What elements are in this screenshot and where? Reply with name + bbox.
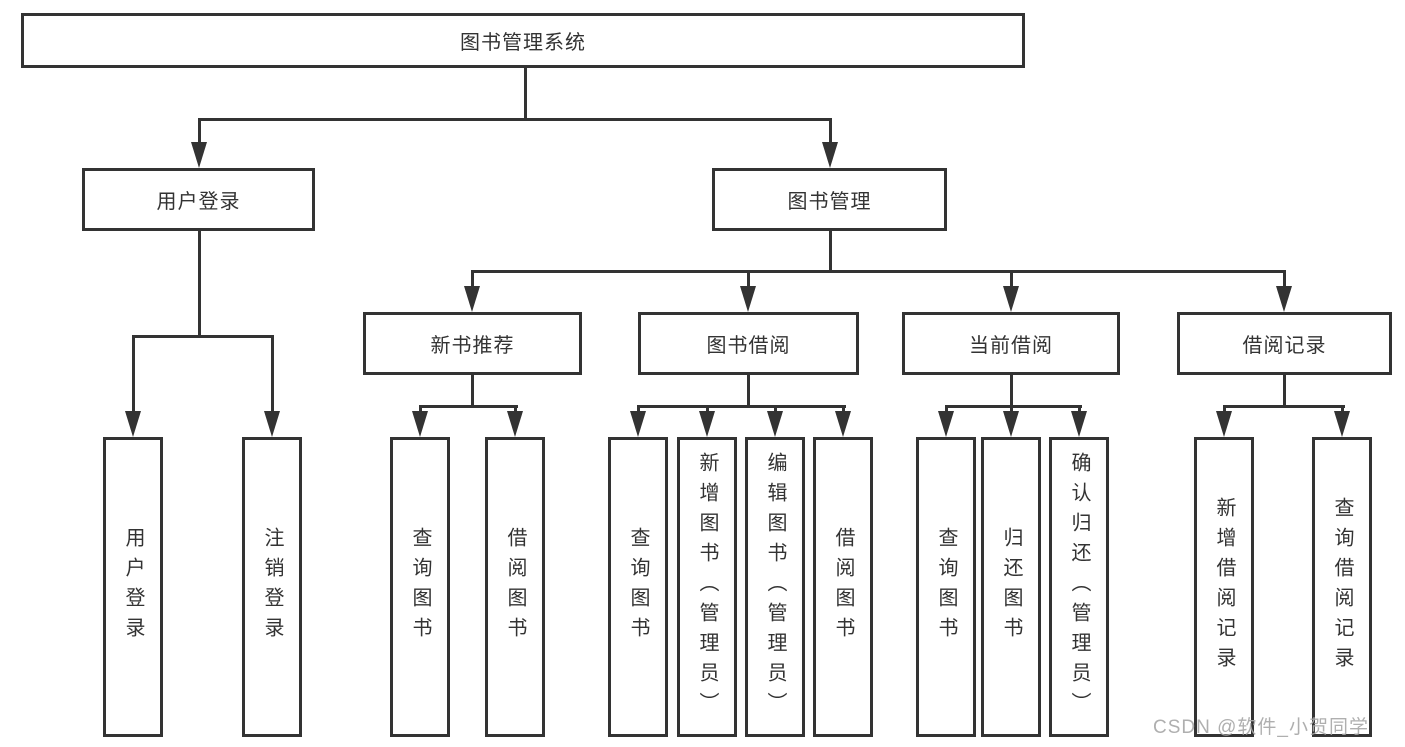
connector-book-mgmt-drop-2 <box>747 270 750 290</box>
leaf-br-add-record: 新增借阅记录 <box>1194 437 1254 737</box>
connector-current-drop-2 <box>1010 405 1013 415</box>
node-borrow-records: 借阅记录 <box>1177 312 1392 375</box>
connector-current-stub <box>1010 375 1013 408</box>
leaf-bb-borrow-book-label: 借阅图书 <box>832 527 854 647</box>
node-book-management-label: 图书管理 <box>787 191 872 213</box>
leaf-cb-confirm-return-label: 确认归还（管理员） <box>1068 452 1090 722</box>
connector-root-rail <box>198 118 832 121</box>
connector-borrow-drop-4 <box>842 405 845 415</box>
connector-user-login-drop-2 <box>271 335 274 413</box>
arrowhead-leaf-logout <box>264 411 280 437</box>
connector-borrow-drop-1 <box>637 405 640 415</box>
arrowhead-borrow-records <box>1276 286 1292 312</box>
node-user-login: 用户登录 <box>82 168 315 231</box>
connector-records-rail <box>1223 405 1345 408</box>
connector-root-drop-left <box>198 118 201 144</box>
leaf-bb-add-book: 新增图书（管理员） <box>677 437 737 737</box>
arrowhead-current-borrow <box>1003 286 1019 312</box>
leaf-br-add-record-label: 新增借阅记录 <box>1213 497 1235 677</box>
arrowhead-rec-borrow-book <box>507 411 523 437</box>
leaf-rec-query-book-label: 查询图书 <box>409 527 431 647</box>
node-new-book-recommend-label: 新书推荐 <box>430 335 515 357</box>
arrowhead-bb-borrow-book <box>835 411 851 437</box>
leaf-cb-return-book: 归还图书 <box>981 437 1041 737</box>
connector-recommend-drop-2 <box>514 405 517 415</box>
connector-root-stub <box>524 68 527 121</box>
arrowhead-cb-confirm-return <box>1071 411 1087 437</box>
node-book-borrow-label: 图书借阅 <box>706 335 791 357</box>
connector-records-stub <box>1283 375 1286 408</box>
leaf-bb-borrow-book: 借阅图书 <box>813 437 873 737</box>
connector-records-drop-1 <box>1223 405 1226 415</box>
leaf-rec-borrow-book-label: 借阅图书 <box>504 527 526 647</box>
leaf-bb-add-book-label: 新增图书（管理员） <box>696 452 718 722</box>
arrowhead-new-book-recommend <box>464 286 480 312</box>
csdn-watermark: CSDN @软件_小贺同学 <box>1153 717 1369 738</box>
connector-borrow-rail <box>637 405 846 408</box>
arrowhead-user-login <box>191 142 207 168</box>
connector-recommend-drop-1 <box>419 405 422 415</box>
connector-book-mgmt-stub <box>829 231 832 273</box>
connector-records-drop-2 <box>1341 405 1344 415</box>
node-new-book-recommend: 新书推荐 <box>363 312 582 375</box>
connector-book-mgmt-drop-3 <box>1010 270 1013 290</box>
leaf-rec-borrow-book: 借阅图书 <box>485 437 545 737</box>
connector-user-login-rail <box>132 335 274 338</box>
leaf-cb-confirm-return: 确认归还（管理员） <box>1049 437 1109 737</box>
arrowhead-bb-add-book <box>699 411 715 437</box>
leaf-bb-edit-book-label: 编辑图书（管理员） <box>764 452 786 722</box>
arrowhead-cb-query-book <box>938 411 954 437</box>
connector-recommend-stub <box>471 375 474 408</box>
connector-root-drop-right <box>829 118 832 144</box>
arrowhead-book-borrow <box>740 286 756 312</box>
arrowhead-bb-query-book <box>630 411 646 437</box>
node-user-login-label: 用户登录 <box>156 191 241 213</box>
arrowhead-br-add-record <box>1216 411 1232 437</box>
leaf-bb-query-book: 查询图书 <box>608 437 668 737</box>
leaf-logout-label: 注销登录 <box>261 527 283 647</box>
node-current-borrow: 当前借阅 <box>902 312 1120 375</box>
arrowhead-br-query-record <box>1334 411 1350 437</box>
leaf-logout: 注销登录 <box>242 437 302 737</box>
leaf-bb-query-book-label: 查询图书 <box>627 527 649 647</box>
arrowhead-leaf-user-login <box>125 411 141 437</box>
connector-user-login-stub <box>198 231 201 338</box>
connector-current-drop-1 <box>945 405 948 415</box>
leaf-bb-edit-book: 编辑图书（管理员） <box>745 437 805 737</box>
leaf-br-query-record: 查询借阅记录 <box>1312 437 1372 737</box>
arrowhead-rec-query-book <box>412 411 428 437</box>
connector-book-mgmt-rail <box>471 270 1286 273</box>
arrowhead-book-management <box>822 142 838 168</box>
connector-book-mgmt-drop-1 <box>471 270 474 290</box>
leaf-cb-query-book-label: 查询图书 <box>935 527 957 647</box>
connector-current-drop-3 <box>1078 405 1081 415</box>
leaf-br-query-record-label: 查询借阅记录 <box>1331 497 1353 677</box>
leaf-rec-query-book: 查询图书 <box>390 437 450 737</box>
node-borrow-records-label: 借阅记录 <box>1242 335 1327 357</box>
connector-user-login-drop-1 <box>132 335 135 413</box>
connector-borrow-drop-3 <box>774 405 777 415</box>
leaf-cb-query-book: 查询图书 <box>916 437 976 737</box>
connector-recommend-rail <box>419 405 518 408</box>
leaf-cb-return-book-label: 归还图书 <box>1000 527 1022 647</box>
connector-borrow-stub <box>747 375 750 408</box>
leaf-user-login: 用户登录 <box>103 437 163 737</box>
node-current-borrow-label: 当前借阅 <box>969 335 1053 357</box>
node-root: 图书管理系统 <box>21 13 1025 68</box>
connector-book-mgmt-drop-4 <box>1283 270 1286 290</box>
connector-current-rail <box>945 405 1082 408</box>
arrowhead-bb-edit-book <box>767 411 783 437</box>
leaf-user-login-label: 用户登录 <box>122 527 144 647</box>
node-book-management: 图书管理 <box>712 168 947 231</box>
node-book-borrow: 图书借阅 <box>638 312 859 375</box>
node-root-label: 图书管理系统 <box>460 32 586 54</box>
connector-borrow-drop-2 <box>706 405 709 415</box>
arrowhead-cb-return-book <box>1003 411 1019 437</box>
